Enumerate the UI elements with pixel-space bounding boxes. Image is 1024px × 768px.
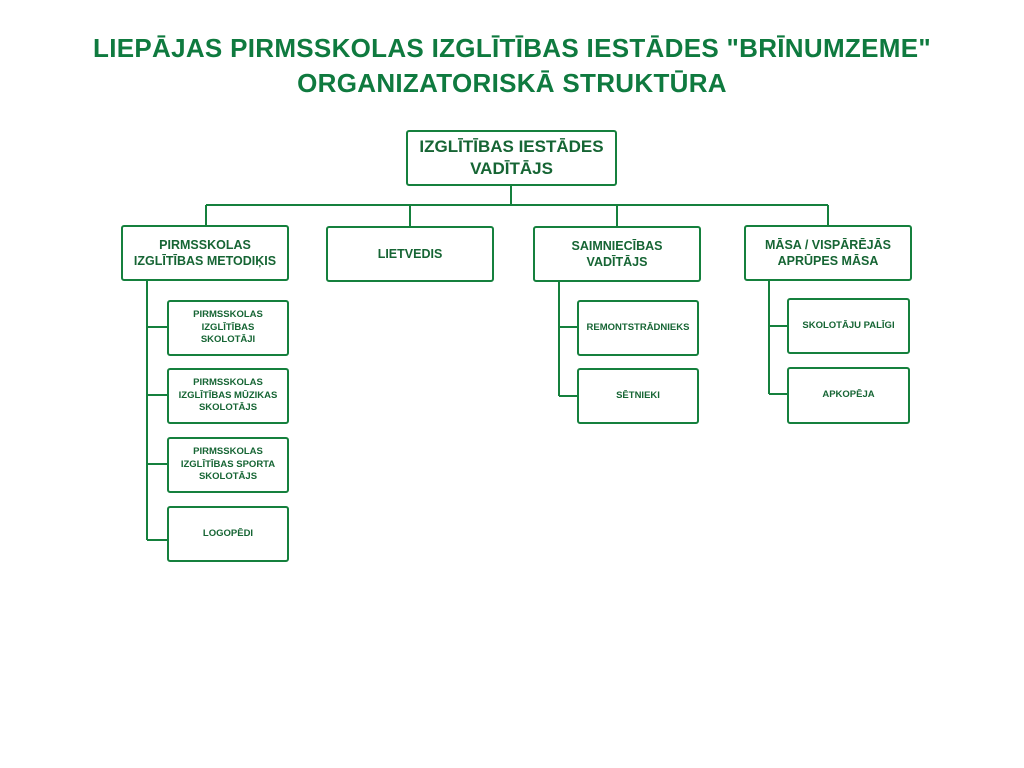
staff-box: SĒTNIEKI [577,368,699,424]
staff-label: REMONTSTRĀDNIEKS [586,321,690,333]
root-label: IZGLĪTĪBAS IESTĀDES VADĪTĀJS [419,136,604,178]
department-box-nurse: MĀSA / VISPĀRĒJĀS APRŪPES MĀSA [744,225,912,281]
staff-label: PIRMSSKOLAS IZGLĪTĪBAS SPORTA SKOLOTĀJS [180,446,276,483]
staff-label: LOGOPĒDI [202,527,254,539]
staff-box: PIRMSSKOLAS IZGLĪTĪBAS MŪZIKAS SKOLOTĀJS [167,368,289,424]
staff-box: PIRMSSKOLAS IZGLĪTĪBAS SKOLOTĀJI [167,300,289,356]
department-box-methodologist: PIRMSSKOLAS IZGLĪTĪBAS METODIĶIS [121,225,289,281]
chart-subtitle: ORGANIZATORISKĀ STRUKTŪRA [297,68,727,98]
department-label: PIRMSSKOLAS IZGLĪTĪBAS METODIĶIS [133,237,277,268]
staff-box: APKOPĒJA [787,367,910,424]
staff-label: SKOLOTĀJU PALĪGI [802,319,895,331]
staff-box: REMONTSTRĀDNIEKS [577,300,699,356]
staff-box: SKOLOTĀJU PALĪGI [787,298,910,354]
staff-label: PIRMSSKOLAS IZGLĪTĪBAS SKOLOTĀJI [193,309,263,346]
staff-box: PIRMSSKOLAS IZGLĪTĪBAS SPORTA SKOLOTĀJS [167,437,289,493]
staff-label: PIRMSSKOLAS IZGLĪTĪBAS MŪZIKAS SKOLOTĀJS [178,377,278,414]
department-label: MĀSA / VISPĀRĒJĀS APRŪPES MĀSA [765,237,891,268]
staff-box: LOGOPĒDI [167,506,289,562]
department-label: SAIMNIECĪBAS VADĪTĀJS [571,238,663,269]
department-box-clerk: LIETVEDIS [326,226,494,282]
department-box-facilities-manager: SAIMNIECĪBAS VADĪTĀJS [533,226,701,282]
staff-label: SĒTNIEKI [616,389,660,401]
chart-title: LIEPĀJAS PIRMSSKOLAS IZGLĪTĪBAS IESTĀDES… [93,33,931,63]
staff-label: APKOPĒJA [822,389,875,401]
department-label: LIETVEDIS [377,246,443,261]
root-box: IZGLĪTĪBAS IESTĀDES VADĪTĀJS [406,130,617,186]
